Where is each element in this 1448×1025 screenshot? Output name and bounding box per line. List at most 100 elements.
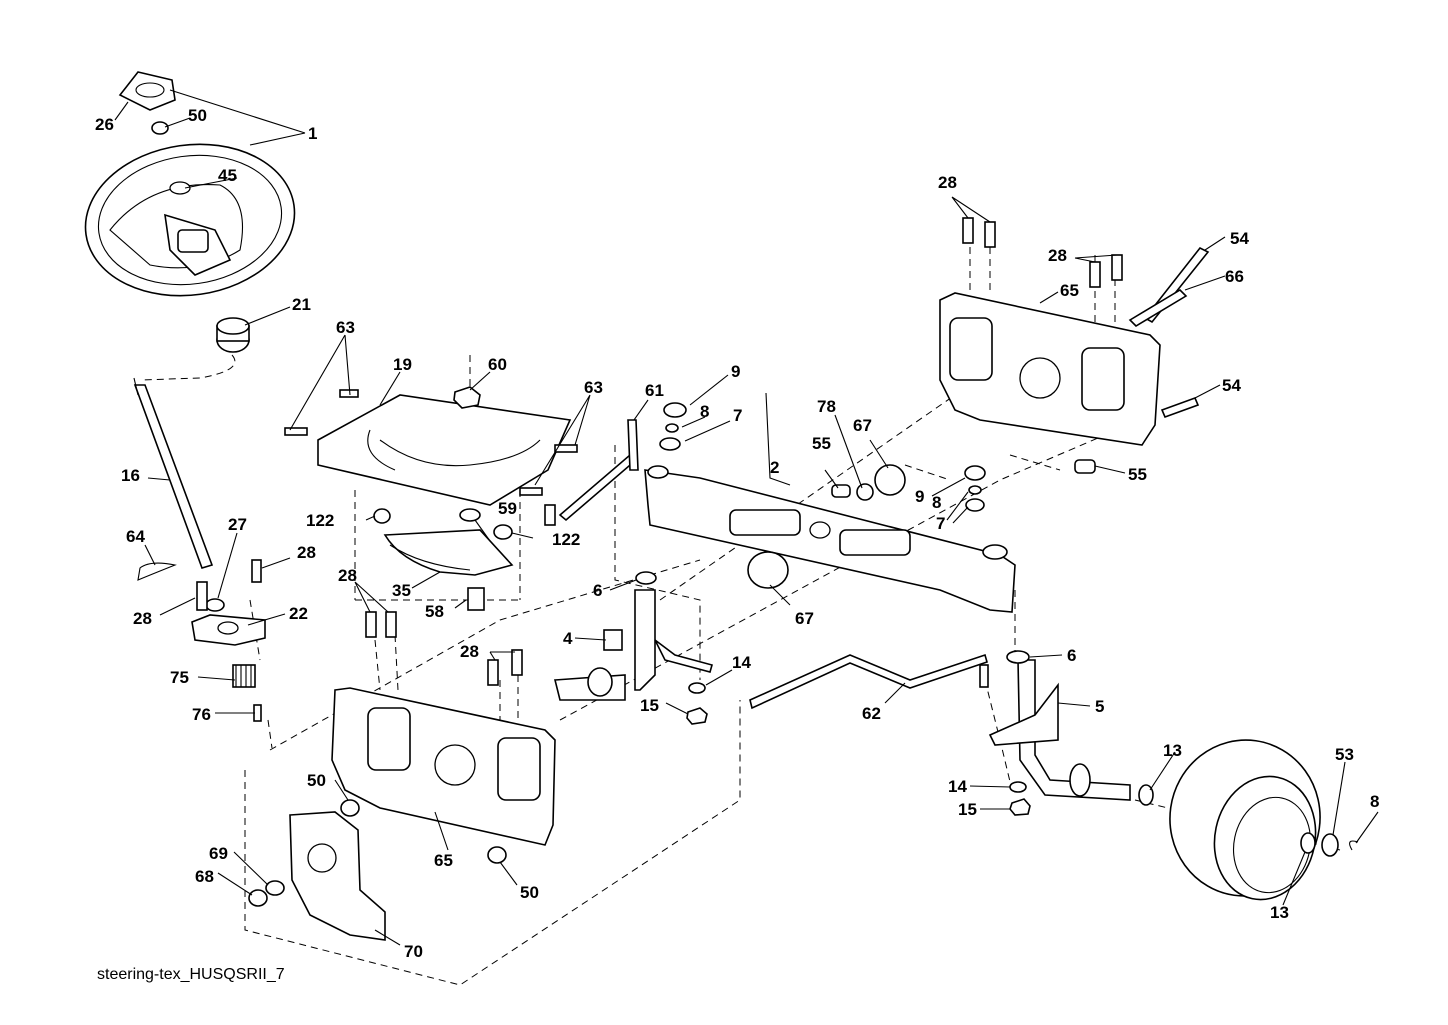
callout: 5 — [1095, 697, 1104, 716]
callout: 9 — [915, 487, 924, 506]
callout: 54 — [1230, 229, 1249, 248]
spacer-55-right — [1074, 459, 1096, 474]
washer-27 — [205, 598, 225, 612]
callout: 14 — [948, 777, 967, 796]
callout: 15 — [958, 800, 977, 819]
washer-78 — [856, 483, 874, 501]
frame-plate-left — [331, 687, 556, 846]
callout: 50 — [520, 883, 539, 902]
nut-68 — [248, 889, 268, 907]
callout: 61 — [645, 381, 664, 400]
callout: 50 — [188, 106, 207, 125]
bolt-28-mid-c — [487, 659, 499, 686]
washer-69 — [265, 880, 285, 896]
washer-67-bottom — [747, 551, 789, 589]
callout: 28 — [297, 543, 316, 562]
diagram-caption: steering-tex_HUSQSRII_7 — [97, 966, 285, 983]
clip-8-left — [665, 423, 679, 433]
callout: 64 — [126, 527, 145, 546]
callout: 16 — [121, 466, 140, 485]
callout: 13 — [1270, 903, 1289, 922]
callout: 66 — [1225, 267, 1244, 286]
callout: 67 — [795, 609, 814, 628]
callout: 19 — [393, 355, 412, 374]
drag-link — [558, 419, 639, 522]
steering-wheel — [84, 143, 296, 297]
cap-9-right — [964, 465, 986, 481]
bolt-63-left-b — [284, 427, 308, 436]
callout: 55 — [812, 434, 831, 453]
callout: 65 — [434, 851, 453, 870]
bolt-28-mid-d — [511, 649, 523, 676]
callout: 8 — [700, 402, 709, 421]
washer-67-top — [874, 464, 906, 496]
callout: 6 — [1067, 646, 1076, 665]
bolt-54-bottom — [1160, 396, 1200, 419]
clip-8-wheel — [1349, 840, 1359, 851]
bolt-28-left — [196, 581, 208, 611]
callout: 15 — [640, 696, 659, 715]
bushing-122-left — [373, 508, 391, 524]
leader-lines — [114, 89, 1379, 946]
steering-adapter — [216, 317, 250, 353]
callout: 45 — [218, 166, 237, 185]
washer-7-left — [659, 437, 681, 451]
hairpin-clip — [137, 562, 177, 581]
callout: 26 — [95, 115, 114, 134]
callout: 63 — [584, 378, 603, 397]
callout: 68 — [195, 867, 214, 886]
callout: 28 — [338, 566, 357, 585]
bolt-76 — [253, 704, 262, 722]
callout: 55 — [1128, 465, 1147, 484]
bolt-122-pin — [544, 504, 556, 526]
bolt-28-rt-d — [1111, 254, 1123, 281]
bolt-28-mid-a — [365, 611, 377, 638]
callout: 28 — [1048, 246, 1067, 265]
callout: 22 — [289, 604, 308, 623]
callout: 14 — [732, 653, 751, 672]
steering-cap — [118, 71, 176, 111]
washer-14-right — [1009, 781, 1027, 793]
washer-53 — [1321, 833, 1339, 857]
callout: 53 — [1335, 745, 1354, 764]
bolt-63-right — [554, 444, 578, 453]
nut-50-top — [151, 121, 169, 135]
sector-gear — [383, 529, 514, 576]
callout: 122 — [306, 511, 334, 530]
pinion-gear — [232, 664, 256, 688]
callout: 4 — [563, 629, 573, 648]
bolt-63-left — [339, 389, 359, 398]
callout: 13 — [1163, 741, 1182, 760]
washer-14-left — [688, 682, 706, 694]
bolt-58 — [467, 587, 485, 611]
callout: 7 — [733, 406, 742, 425]
callout: 76 — [192, 705, 211, 724]
steering-plate — [317, 394, 572, 506]
callout: 28 — [460, 642, 479, 661]
front-axle — [644, 465, 1016, 613]
callout: 21 — [292, 295, 311, 314]
callout: 59 — [498, 499, 517, 518]
callout: 54 — [1222, 376, 1241, 395]
callout: 6 — [593, 581, 602, 600]
nut-50-right — [487, 846, 507, 864]
callout: 69 — [209, 844, 228, 863]
callout: 62 — [862, 704, 881, 723]
spindle-left — [553, 589, 713, 701]
bolt-28-rt-a — [962, 217, 974, 244]
callout: 2 — [770, 458, 779, 477]
nut-60 — [453, 386, 481, 409]
callout-labels: 1 2 4 5 6 6 7 7 8 8 8 9 9 13 13 14 14 15… — [95, 106, 1379, 961]
callout: 9 — [731, 362, 740, 381]
spacer-55-mid — [831, 484, 851, 498]
front-wheel — [1169, 739, 1321, 901]
callout: 7 — [936, 514, 945, 533]
callout: 28 — [938, 173, 957, 192]
callout: 67 — [853, 416, 872, 435]
callout: 60 — [488, 355, 507, 374]
bolt-63-right-b — [519, 487, 543, 496]
washer-6-right — [1006, 650, 1030, 664]
frame-plate-right — [939, 292, 1161, 446]
bolt-28-left-b — [251, 559, 262, 583]
